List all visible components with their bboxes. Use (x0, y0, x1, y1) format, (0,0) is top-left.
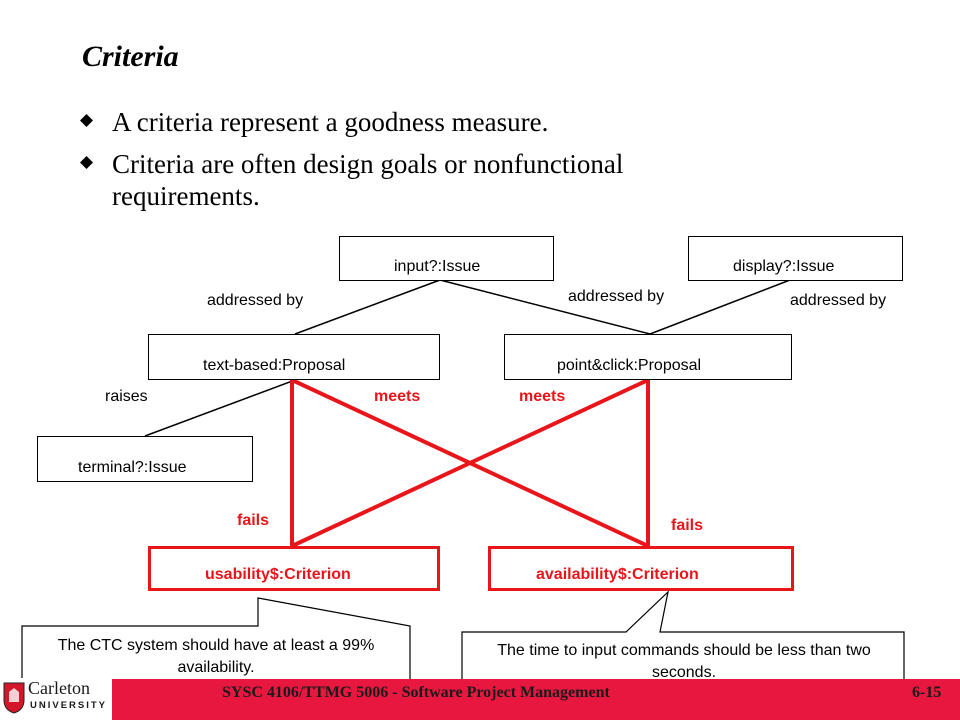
node-textbased-proposal: text-based:Proposal (148, 334, 440, 380)
node-display-issue: display?:Issue (688, 236, 903, 281)
slide-title: Criteria (82, 40, 179, 73)
node-label: availability$:Criterion (536, 566, 699, 583)
node-label: terminal?:Issue (78, 459, 187, 476)
node-label: display?:Issue (733, 258, 835, 275)
bullet-text: Criteria are often design goals or nonfu… (112, 149, 624, 211)
footer-bar (112, 679, 960, 720)
edge-display-to-pointclick (649, 279, 791, 335)
node-label: input?:Issue (394, 258, 481, 275)
callout-left-text: The CTC system should have at least a 99… (57, 637, 375, 676)
edge-label-addressed-by: addressed by (790, 292, 887, 309)
node-label: text-based:Proposal (203, 357, 346, 374)
shield-crest-icon (3, 682, 25, 714)
edge-textbased-to-terminal (144, 379, 296, 437)
bullet-text: A criteria represent a goodness measure. (112, 107, 549, 137)
node-label: usability$:Criterion (205, 566, 351, 583)
node-label: point&click:Proposal (557, 357, 702, 374)
edge-input-to-textbased (294, 279, 441, 335)
logo-subtitle: UNIVERSITY (30, 700, 108, 711)
edge-label-fails: fails (671, 517, 704, 534)
footer-page-number: 6-15 (912, 684, 942, 701)
edge-input-to-pointclick (439, 279, 651, 335)
footer-course: SYSC 4106/TTMG 5006 - Software Project M… (222, 684, 610, 701)
node-usability-criterion: usability$:Criterion (148, 546, 440, 591)
node-input-issue: input?:Issue (339, 236, 554, 281)
edge-label-raises: raises (105, 388, 148, 405)
edge-label-meets: meets (519, 388, 566, 405)
edge-label-meets: meets (374, 388, 421, 405)
edge-label-addressed-by: addressed by (568, 288, 665, 305)
edge-label-fails: fails (237, 512, 270, 529)
logo-wordmark: Carleton (28, 678, 90, 698)
carleton-logo: Carleton UNIVERSITY (0, 678, 112, 720)
node-availability-criterion: availability$:Criterion (488, 546, 794, 591)
node-terminal-issue: terminal?:Issue (37, 436, 253, 482)
edge-label-addressed-by: addressed by (207, 292, 304, 309)
diamond-bullet-icon (80, 114, 93, 127)
callout-right-text: The time to input commands should be les… (497, 642, 871, 681)
diamond-bullet-icon (80, 156, 93, 169)
edge-pointclick-fails-usability (291, 378, 649, 548)
node-pointclick-proposal: point&click:Proposal (504, 334, 792, 380)
